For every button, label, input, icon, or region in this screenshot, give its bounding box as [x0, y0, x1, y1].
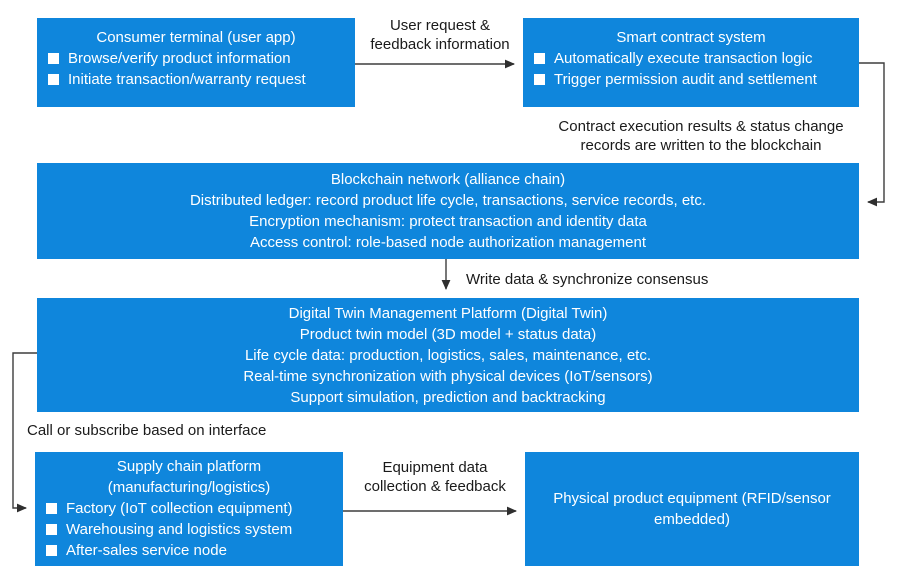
box-supply-chain-platform: Supply chain platform (manufacturing/log… [35, 452, 343, 566]
label-user-request: User request & feedback information [350, 16, 530, 54]
square-bullet-icon [534, 53, 545, 64]
box-smart-contract: Smart contract system Automatically exec… [523, 18, 859, 107]
blockchain-line-4: Access control: role-based node authoriz… [249, 234, 647, 251]
label-line: collection & feedback [364, 478, 506, 495]
supply-chain-bullet-3: After-sales service node [35, 540, 343, 561]
bullet-text: Warehousing and logistics system [66, 521, 293, 538]
square-bullet-icon [46, 524, 57, 535]
square-bullet-icon [48, 74, 59, 85]
box-digital-twin-platform: Digital Twin Management Platform (Digita… [37, 298, 859, 412]
digital-twin-line-4: Real-time synchronization with physical … [243, 367, 653, 385]
label-line: Equipment data [382, 459, 488, 476]
blockchain-line-2: Distributed ledger: record product life … [189, 192, 707, 209]
box-blockchain-network: Blockchain network (alliance chain) Dist… [37, 163, 859, 259]
supply-chain-title-line-2: (manufacturing/logistics) [107, 479, 271, 496]
square-bullet-icon [46, 545, 57, 556]
consumer-bullet-2: Initiate transaction/warranty request [37, 69, 355, 90]
label-call-subscribe: Call or subscribe based on interface [27, 422, 267, 439]
supply-chain-bullet-2: Warehousing and logistics system [35, 519, 343, 540]
box-physical-product-equipment: Physical product equipment (RFID/sensor … [525, 452, 859, 566]
bullet-text: Initiate transaction/warranty request [68, 71, 306, 88]
label-line: feedback information [370, 36, 510, 53]
bullet-text: Automatically execute transaction logic [554, 50, 813, 67]
digital-twin-line-5: Support simulation, prediction and backt… [290, 388, 606, 406]
blockchain-line-1: Blockchain network (alliance chain) [330, 171, 566, 188]
bullet-text: Trigger permission audit and settlement [554, 71, 817, 88]
label-contract-results: Contract execution results & status chan… [538, 117, 864, 155]
digital-twin-line-1: Digital Twin Management Platform (Digita… [288, 304, 608, 322]
square-bullet-icon [46, 503, 57, 514]
consumer-bullet-1: Browse/verify product information [37, 48, 355, 69]
smart-contract-title: Smart contract system [616, 29, 766, 46]
bullet-text: After-sales service node [66, 542, 227, 559]
bullet-text: Browse/verify product information [68, 50, 291, 67]
box-consumer-terminal: Consumer terminal (user app) Browse/veri… [37, 18, 355, 107]
supply-chain-title-line-1: Supply chain platform [116, 458, 262, 475]
physical-equipment-text: Physical product equipment (RFID/sensor … [553, 490, 831, 528]
label-line: Contract execution results & status chan… [558, 118, 844, 135]
consumer-terminal-title: Consumer terminal (user app) [96, 29, 296, 46]
label-write-data: Write data & synchronize consensus [466, 271, 709, 288]
square-bullet-icon [48, 53, 59, 64]
digital-twin-line-2: Product twin model (3D model + status da… [299, 325, 597, 343]
square-bullet-icon [534, 74, 545, 85]
smart-contract-bullet-1: Automatically execute transaction logic [523, 48, 859, 69]
smart-contract-bullet-2: Trigger permission audit and settlement [523, 69, 859, 90]
label-line: User request & [389, 17, 491, 34]
label-line: records are written to the blockchain [580, 137, 822, 154]
digital-twin-line-3: Life cycle data: production, logistics, … [244, 346, 652, 364]
blockchain-line-3: Encryption mechanism: protect transactio… [249, 213, 647, 230]
label-equipment-data: Equipment data collection & feedback [347, 458, 523, 496]
supply-chain-bullet-1: Factory (IoT collection equipment) [35, 498, 343, 519]
bullet-text: Factory (IoT collection equipment) [66, 500, 293, 517]
